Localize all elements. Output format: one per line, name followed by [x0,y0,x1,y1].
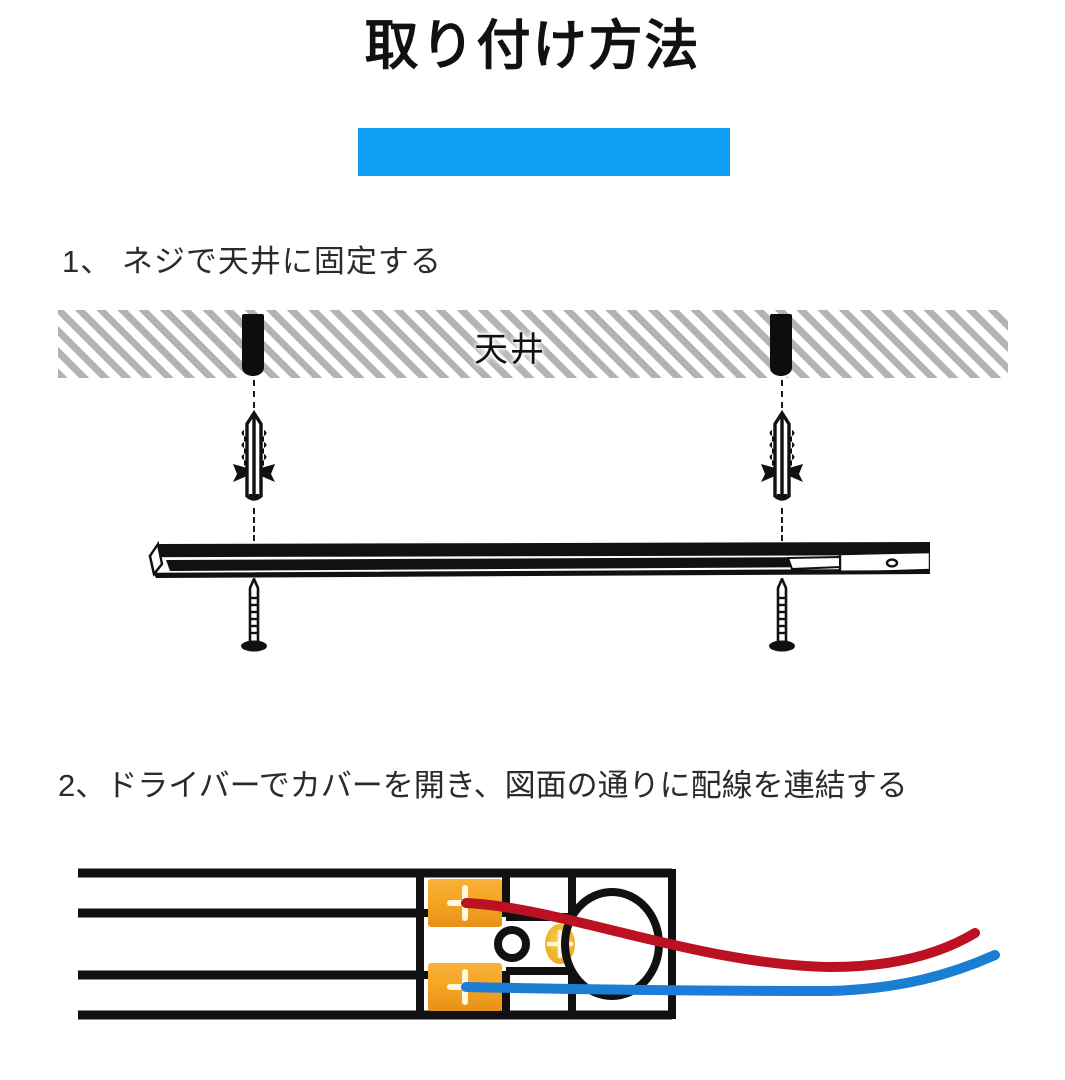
cable-gland-ring-icon [561,888,663,1000]
clamp-ring-icon [494,926,530,962]
alignment-dash-lower-right [781,508,783,550]
alignment-dash-upper-right [781,380,783,408]
step-1-heading: 1、 ネジで天井に固定する [62,244,442,279]
ceiling-hole-left [242,314,264,379]
ceiling-label: 天井 [474,331,546,369]
mounting-screw-right-icon [769,578,795,652]
figure-ceiling-mount: 天井 [0,300,1065,670]
figure-wiring-diagram [78,868,1000,1020]
blue-wire [461,950,1000,997]
page-title: 取り付け方法 [364,16,701,76]
red-wire [461,898,980,973]
light-fixture-bar [148,540,930,578]
wall-anchor-right-icon [761,409,803,501]
step-2-heading: 2、ドライバーでカバーを開き、図面の通りに配線を連結する [58,768,908,803]
alignment-dash-upper-left [253,380,255,408]
ceiling-hatch [58,310,1008,378]
ceiling-hole-right [770,314,792,379]
alignment-dash-lower-left [253,508,255,550]
wall-anchor-left-icon [233,409,275,501]
title-accent-bar [358,128,730,176]
mounting-screw-left-icon [241,578,267,652]
